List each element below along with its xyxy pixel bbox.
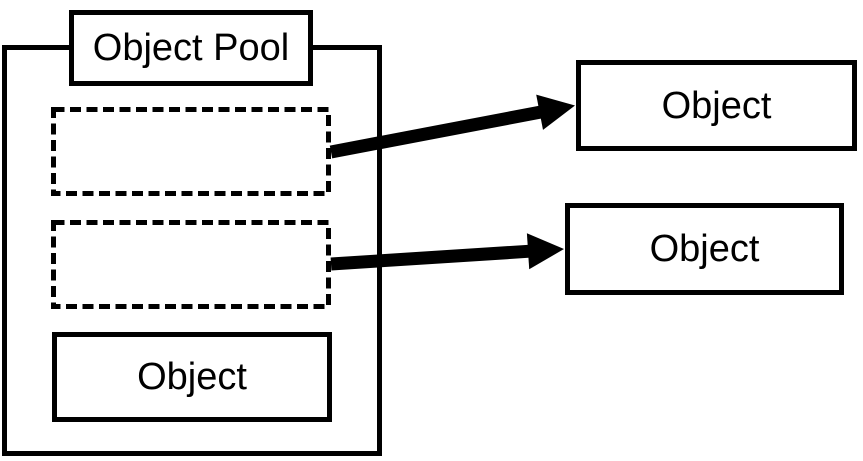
- external-object-2-label: Object: [649, 228, 760, 270]
- pool-label-box: Object Pool: [69, 10, 313, 86]
- pool-object-label: Object: [137, 356, 247, 398]
- external-object-box-1: Object: [576, 60, 857, 151]
- external-object-1-label: Object: [661, 84, 772, 127]
- external-object-box-2: Object: [565, 203, 844, 295]
- pool-object-box: Object: [52, 332, 332, 422]
- pool-title: Object Pool: [92, 27, 290, 69]
